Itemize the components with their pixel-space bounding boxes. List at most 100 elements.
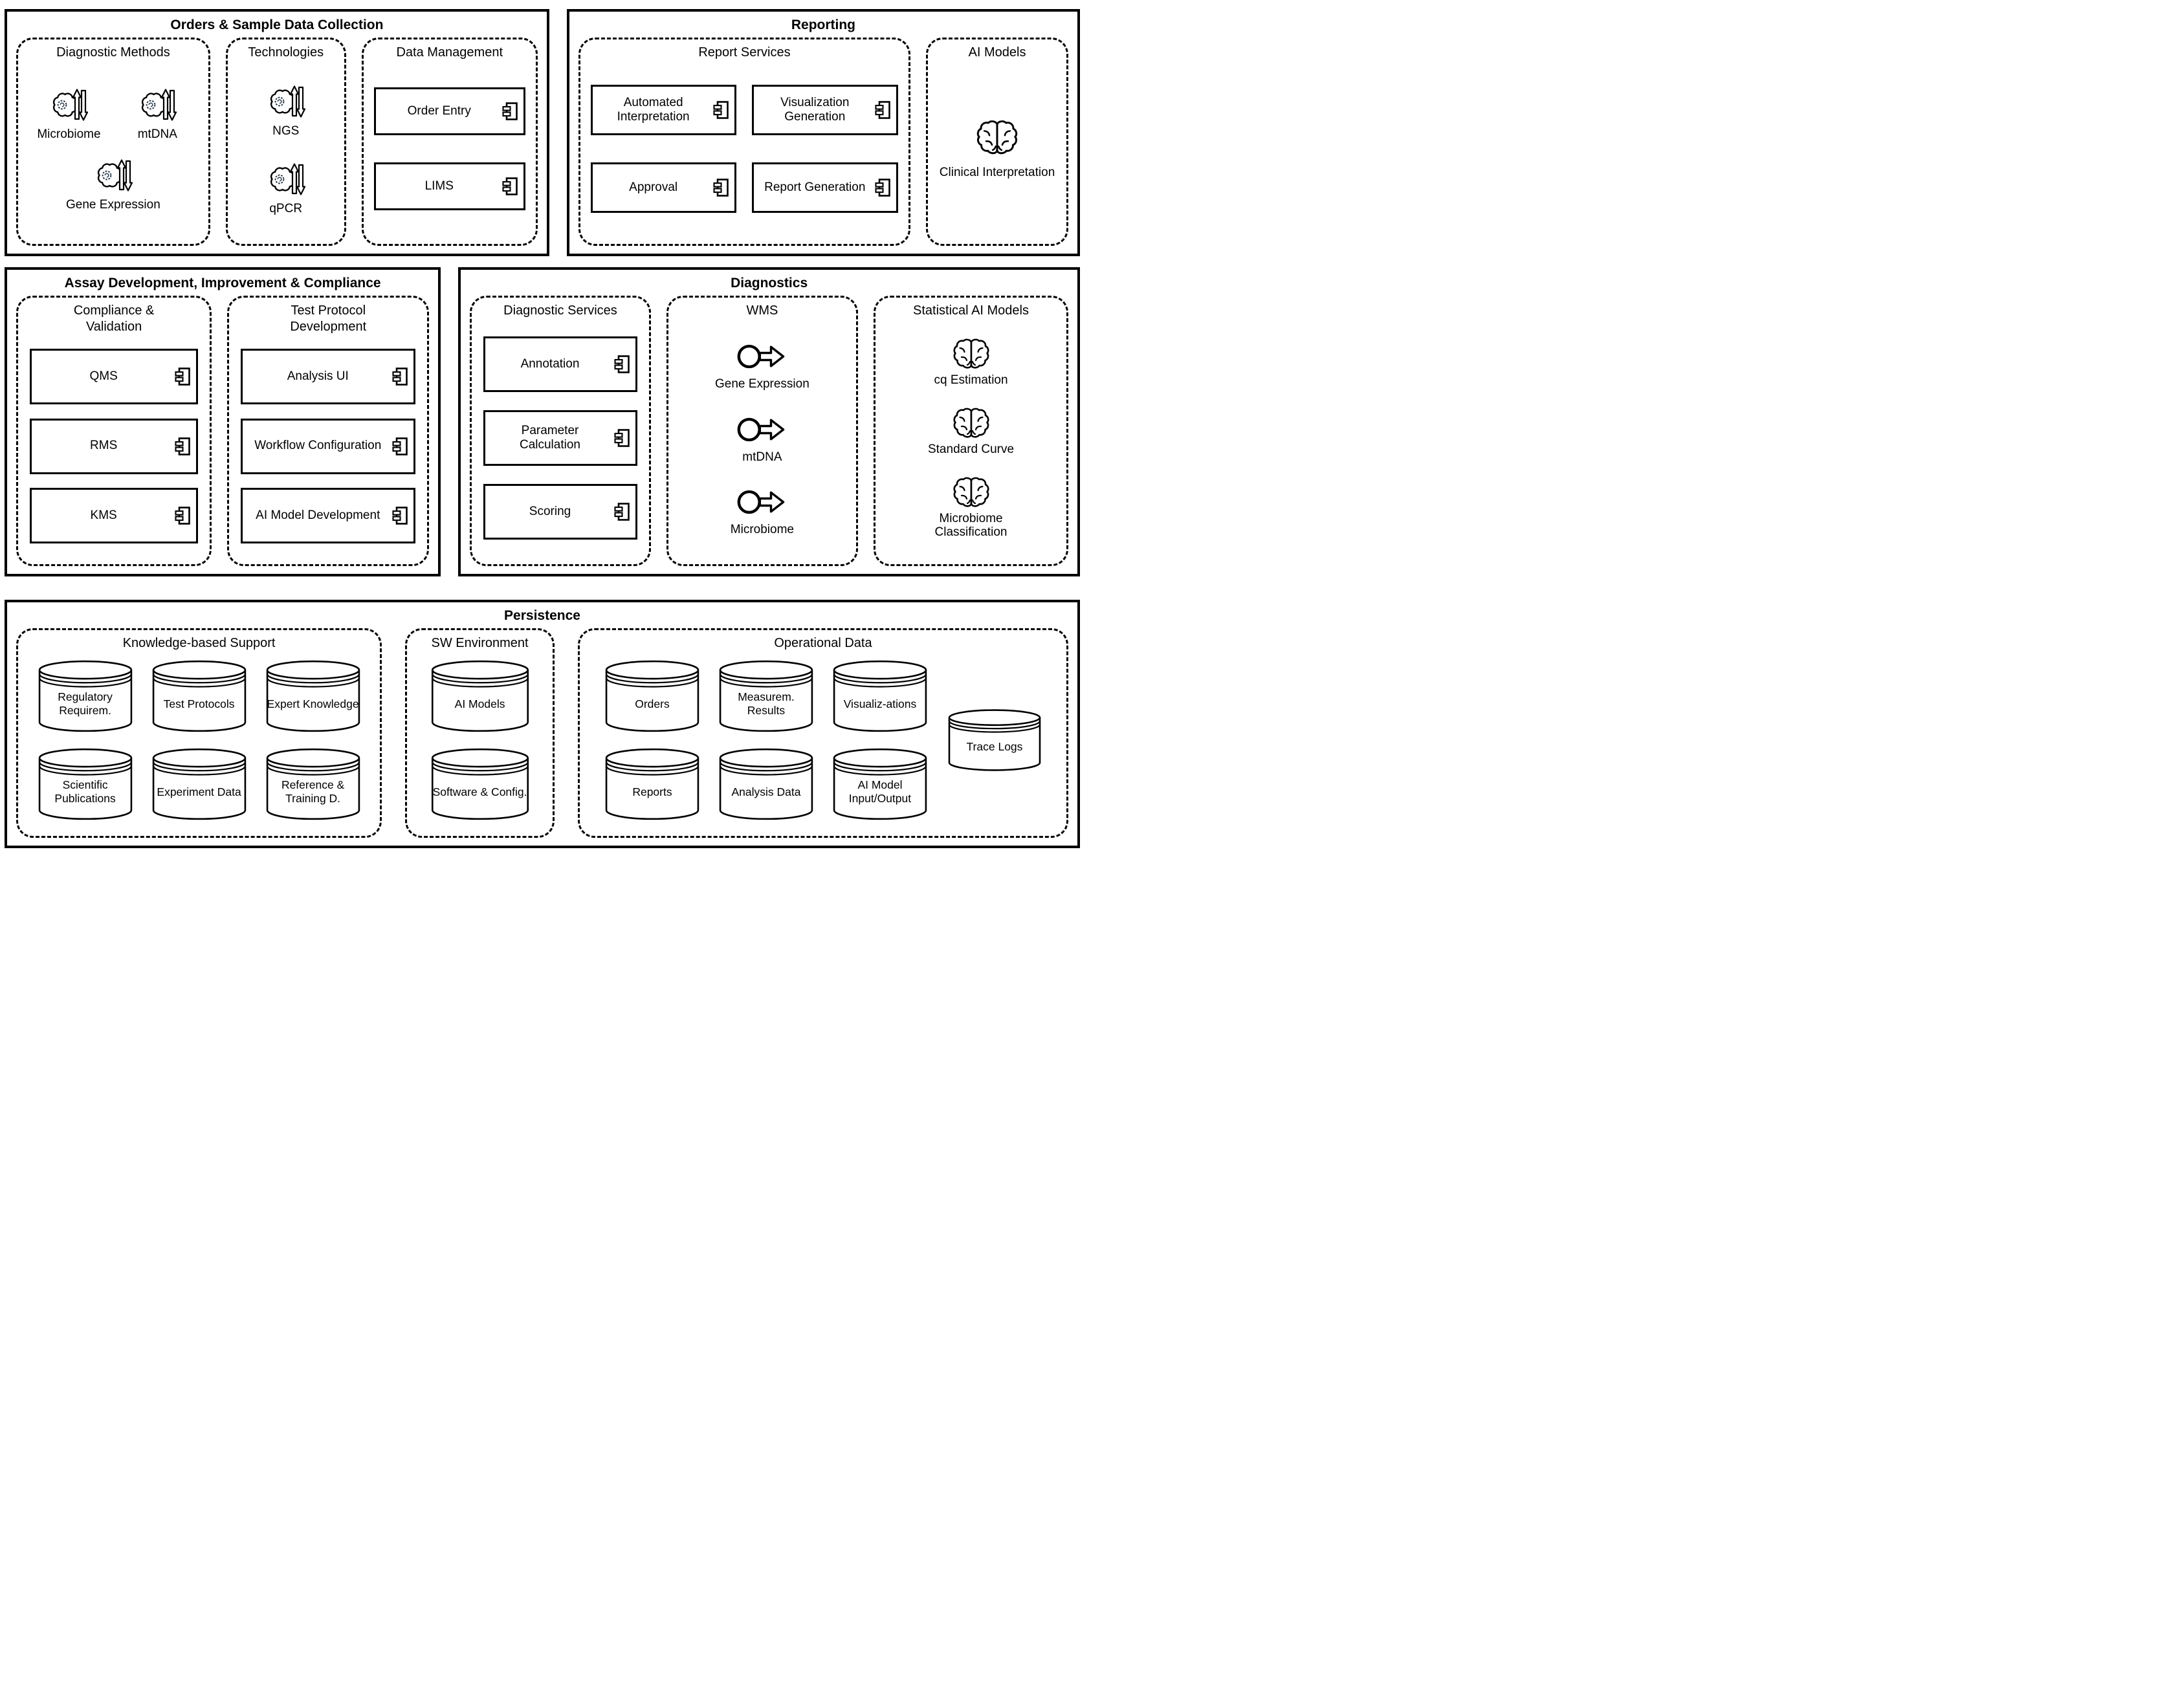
uml-component-icon <box>392 367 408 386</box>
ai-brain-icon <box>952 475 991 509</box>
store-orders: Orders <box>603 659 701 734</box>
group-title-ai-models: AI Models <box>968 45 1026 60</box>
stat-model-standard-curve: Standard Curve <box>928 406 1014 457</box>
component-parameter-calculation: Parameter Calculation <box>483 410 637 466</box>
store-analysis-data: Analysis Data <box>717 747 815 822</box>
method-microbiome: Microbiome <box>37 85 101 142</box>
group-operational-data: Operational Data Orders <box>577 628 1068 838</box>
store-regulatory-requirements: Regulatory Requirem. <box>36 659 135 734</box>
group-title-test-protocol-development: Test Protocol Development <box>290 303 367 334</box>
method-gene-expression: Gene Expression <box>66 156 160 212</box>
group-title-wms: WMS <box>746 303 778 318</box>
group-knowledge-based-support: Knowledge-based Support Regulatory Requi… <box>16 628 382 838</box>
process-run-icon <box>736 485 789 520</box>
technology-label: NGS <box>272 124 300 138</box>
group-report-services: Report Services Automated Interpretation… <box>578 38 911 246</box>
wms-microbiome: Microbiome <box>731 485 794 537</box>
group-ai-models: AI Models Clinical Interpretation <box>926 38 1068 246</box>
panel-title-persistence: Persistence <box>504 608 580 623</box>
group-title-compliance-validation: Compliance & Validation <box>73 303 155 334</box>
group-technologies: Technologies NGS qPCR <box>225 38 346 246</box>
stat-model-microbiome-classification: Microbiome Classification <box>923 475 1020 540</box>
top-row: Orders & Sample Data Collection Diagnost… <box>5 9 1080 256</box>
database-cylinder-icon <box>831 747 929 822</box>
store-test-protocols: Test Protocols <box>150 659 248 734</box>
stat-model-cq-estimation: cq Estimation <box>934 336 1008 388</box>
group-test-protocol-development: Test Protocol Development Analysis UI Wo… <box>227 296 430 566</box>
panel-reporting: Reporting Report Services Automated Inte… <box>566 9 1080 256</box>
database-cylinder-icon <box>429 747 531 822</box>
group-title-statistical-ai-models: Statistical AI Models <box>913 303 1029 318</box>
method-mtdna: mtDNA <box>137 85 178 142</box>
store-visualizations: Visualiz-ations <box>831 659 929 734</box>
uml-component-icon <box>875 179 890 197</box>
component-order-entry: Order Entry <box>373 87 525 136</box>
database-cylinder-icon <box>603 659 701 734</box>
method-label: mtDNA <box>137 127 177 142</box>
uml-component-icon <box>392 507 408 525</box>
wms-gene-expression: Gene Expression <box>715 339 809 391</box>
uml-component-icon <box>502 177 518 196</box>
wms-mtdna: mtDNA <box>736 412 789 465</box>
uml-component-icon <box>614 503 630 521</box>
group-title-sw-environment: SW Environment <box>431 636 529 651</box>
panel-title-orders: Orders & Sample Data Collection <box>170 17 384 32</box>
database-cylinder-icon <box>831 659 929 734</box>
uml-component-icon <box>175 507 191 525</box>
uml-component-icon <box>392 437 408 455</box>
store-scientific-publications: Scientific Publications <box>36 747 135 822</box>
database-cylinder-icon <box>717 659 815 734</box>
database-cylinder-icon <box>717 747 815 822</box>
store-software-config: Software & Config. <box>429 747 531 822</box>
component-approval: Approval <box>590 162 737 214</box>
cloud-gear-sync-icon <box>137 85 178 124</box>
group-title-data-management: Data Management <box>396 45 503 60</box>
panel-assay-development: Assay Development, Improvement & Complia… <box>5 267 441 576</box>
ai-brain-icon <box>975 118 1019 156</box>
method-label: Microbiome <box>37 127 101 142</box>
panel-persistence: Persistence Knowledge-based Support Regu… <box>5 600 1080 848</box>
bottom-row: Persistence Knowledge-based Support Regu… <box>5 600 1080 848</box>
component-analysis-ui: Analysis UI <box>241 348 416 404</box>
group-title-diagnostic-methods: Diagnostic Methods <box>56 45 170 60</box>
component-lims: LIMS <box>373 162 525 211</box>
ai-brain-icon <box>952 336 991 370</box>
database-cylinder-icon <box>946 708 1043 772</box>
uml-component-icon <box>175 367 191 386</box>
technology-qpcr: qPCR <box>265 160 307 216</box>
technology-ngs: NGS <box>265 82 307 138</box>
middle-row: Assay Development, Improvement & Complia… <box>5 267 1080 576</box>
component-workflow-configuration: Workflow Configuration <box>241 418 416 474</box>
group-sw-environment: SW Environment AI Models Software & Conf… <box>405 628 555 838</box>
database-cylinder-icon <box>603 747 701 822</box>
uml-component-icon <box>875 101 890 120</box>
panel-title-reporting: Reporting <box>791 17 855 32</box>
group-statistical-ai-models: Statistical AI Models cq Estimation <box>874 296 1068 566</box>
group-diagnostic-services: Diagnostic Services Annotation Parameter… <box>470 296 651 566</box>
ai-brain-icon <box>952 406 991 439</box>
store-trace-logs: Trace Logs <box>946 708 1043 772</box>
database-cylinder-icon <box>150 659 248 734</box>
store-ai-model-input-output: AI Model Input/Output <box>831 747 929 822</box>
store-expert-knowledge: Expert Knowledge <box>264 659 362 734</box>
store-reference-training-data: Reference & Training D. <box>264 747 362 822</box>
cloud-gear-sync-icon <box>93 156 134 195</box>
group-wms: WMS Gene Expression mtDNA <box>666 296 859 566</box>
store-experiment-data: Experiment Data <box>150 747 248 822</box>
process-run-icon <box>736 412 789 447</box>
group-diagnostic-methods: Diagnostic Methods Microbiome <box>16 38 210 246</box>
database-cylinder-icon <box>264 747 362 822</box>
database-cylinder-icon <box>36 747 135 822</box>
group-title-operational-data: Operational Data <box>774 636 872 651</box>
panel-title-assay: Assay Development, Improvement & Complia… <box>64 276 381 290</box>
component-automated-interpretation: Automated Interpretation <box>590 85 737 136</box>
component-scoring: Scoring <box>483 484 637 540</box>
group-title-report-services: Report Services <box>698 45 791 60</box>
component-qms: QMS <box>30 348 199 404</box>
group-title-knowledge-based-support: Knowledge-based Support <box>122 636 276 651</box>
store-ai-models: AI Models <box>429 659 531 734</box>
cloud-gear-sync-icon <box>48 85 89 124</box>
method-label: Gene Expression <box>66 198 160 212</box>
component-visualization-generation: Visualization Generation <box>752 85 899 136</box>
uml-component-icon <box>713 101 729 120</box>
